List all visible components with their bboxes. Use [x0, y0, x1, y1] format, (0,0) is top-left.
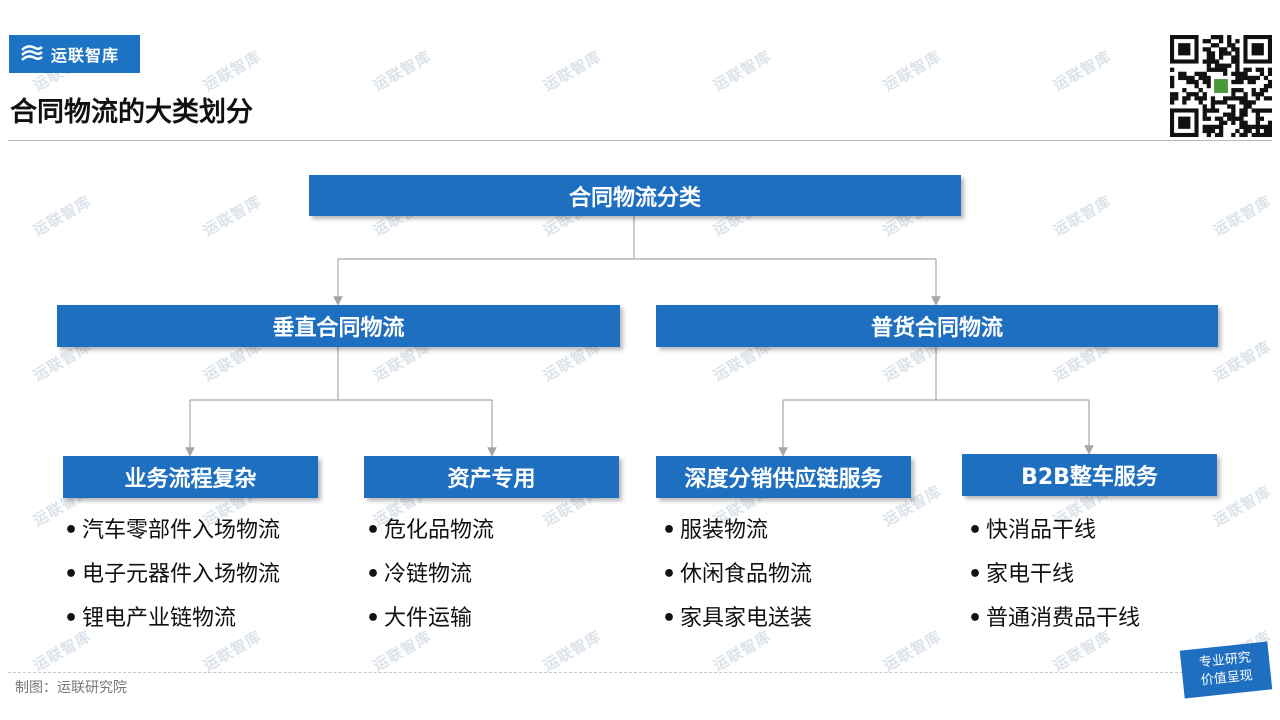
- bullet: •: [662, 606, 677, 631]
- footer-divider: [8, 672, 1188, 673]
- category-box-general: 普货合同物流: [656, 305, 1218, 347]
- bullet: •: [64, 518, 79, 543]
- list-item: •普通消费品干线: [968, 597, 1140, 641]
- badge-line-2: 价值呈现: [1200, 668, 1254, 689]
- subcategory-box-complex-process: 业务流程复杂: [63, 456, 318, 498]
- bullet: •: [968, 562, 983, 587]
- bullet: •: [968, 518, 983, 543]
- subcategory-box-deep-distribution: 深度分销供应链服务: [656, 456, 911, 498]
- bullet: •: [64, 606, 79, 631]
- list-item: •休闲食品物流: [662, 553, 812, 597]
- list-item: •锂电产业链物流: [64, 597, 280, 641]
- bullet: •: [64, 562, 79, 587]
- yunlian-logo-icon: [21, 45, 43, 61]
- subcategory-box-dedicated-assets: 资产专用: [364, 456, 619, 498]
- list-item: •服装物流: [662, 509, 812, 553]
- list-item: •大件运输: [366, 597, 494, 641]
- list-item: •家具家电送装: [662, 597, 812, 641]
- bullet: •: [366, 518, 381, 543]
- bullet: •: [366, 606, 381, 631]
- root-box: 合同物流分类: [309, 175, 961, 216]
- list-item: •危化品物流: [366, 509, 494, 553]
- bullet: •: [662, 518, 677, 543]
- brand-name: 运联智库: [51, 46, 120, 65]
- item-list-dedicated-assets: •危化品物流 •冷链物流 •大件运输: [366, 509, 494, 641]
- source-note: 制图：运联研究院: [15, 680, 127, 696]
- slogan-badge: 专业研究 价值呈现: [1179, 641, 1273, 699]
- category-box-vertical: 垂直合同物流: [57, 305, 620, 347]
- list-item: •电子元器件入场物流: [64, 553, 280, 597]
- bullet: •: [662, 562, 677, 587]
- list-item: •快消品干线: [968, 509, 1140, 553]
- bullet: •: [366, 562, 381, 587]
- title-divider: [8, 140, 1272, 141]
- list-item: •冷链物流: [366, 553, 494, 597]
- item-list-b2b-ftl: •快消品干线 •家电干线 •普通消费品干线: [968, 509, 1140, 641]
- brand-logo: 运联智库: [9, 35, 140, 73]
- bullet: •: [968, 606, 983, 631]
- item-list-deep-distribution: •服装物流 •休闲食品物流 •家具家电送装: [662, 509, 812, 641]
- subcategory-box-b2b-ftl: B2B整车服务: [962, 454, 1217, 496]
- list-item: •家电干线: [968, 553, 1140, 597]
- item-list-complex-process: •汽车零部件入场物流 •电子元器件入场物流 •锂电产业链物流: [64, 509, 280, 641]
- list-item: •汽车零部件入场物流: [64, 509, 280, 553]
- qr-code-icon: [1170, 35, 1272, 137]
- page-title: 合同物流的大类划分: [10, 97, 253, 128]
